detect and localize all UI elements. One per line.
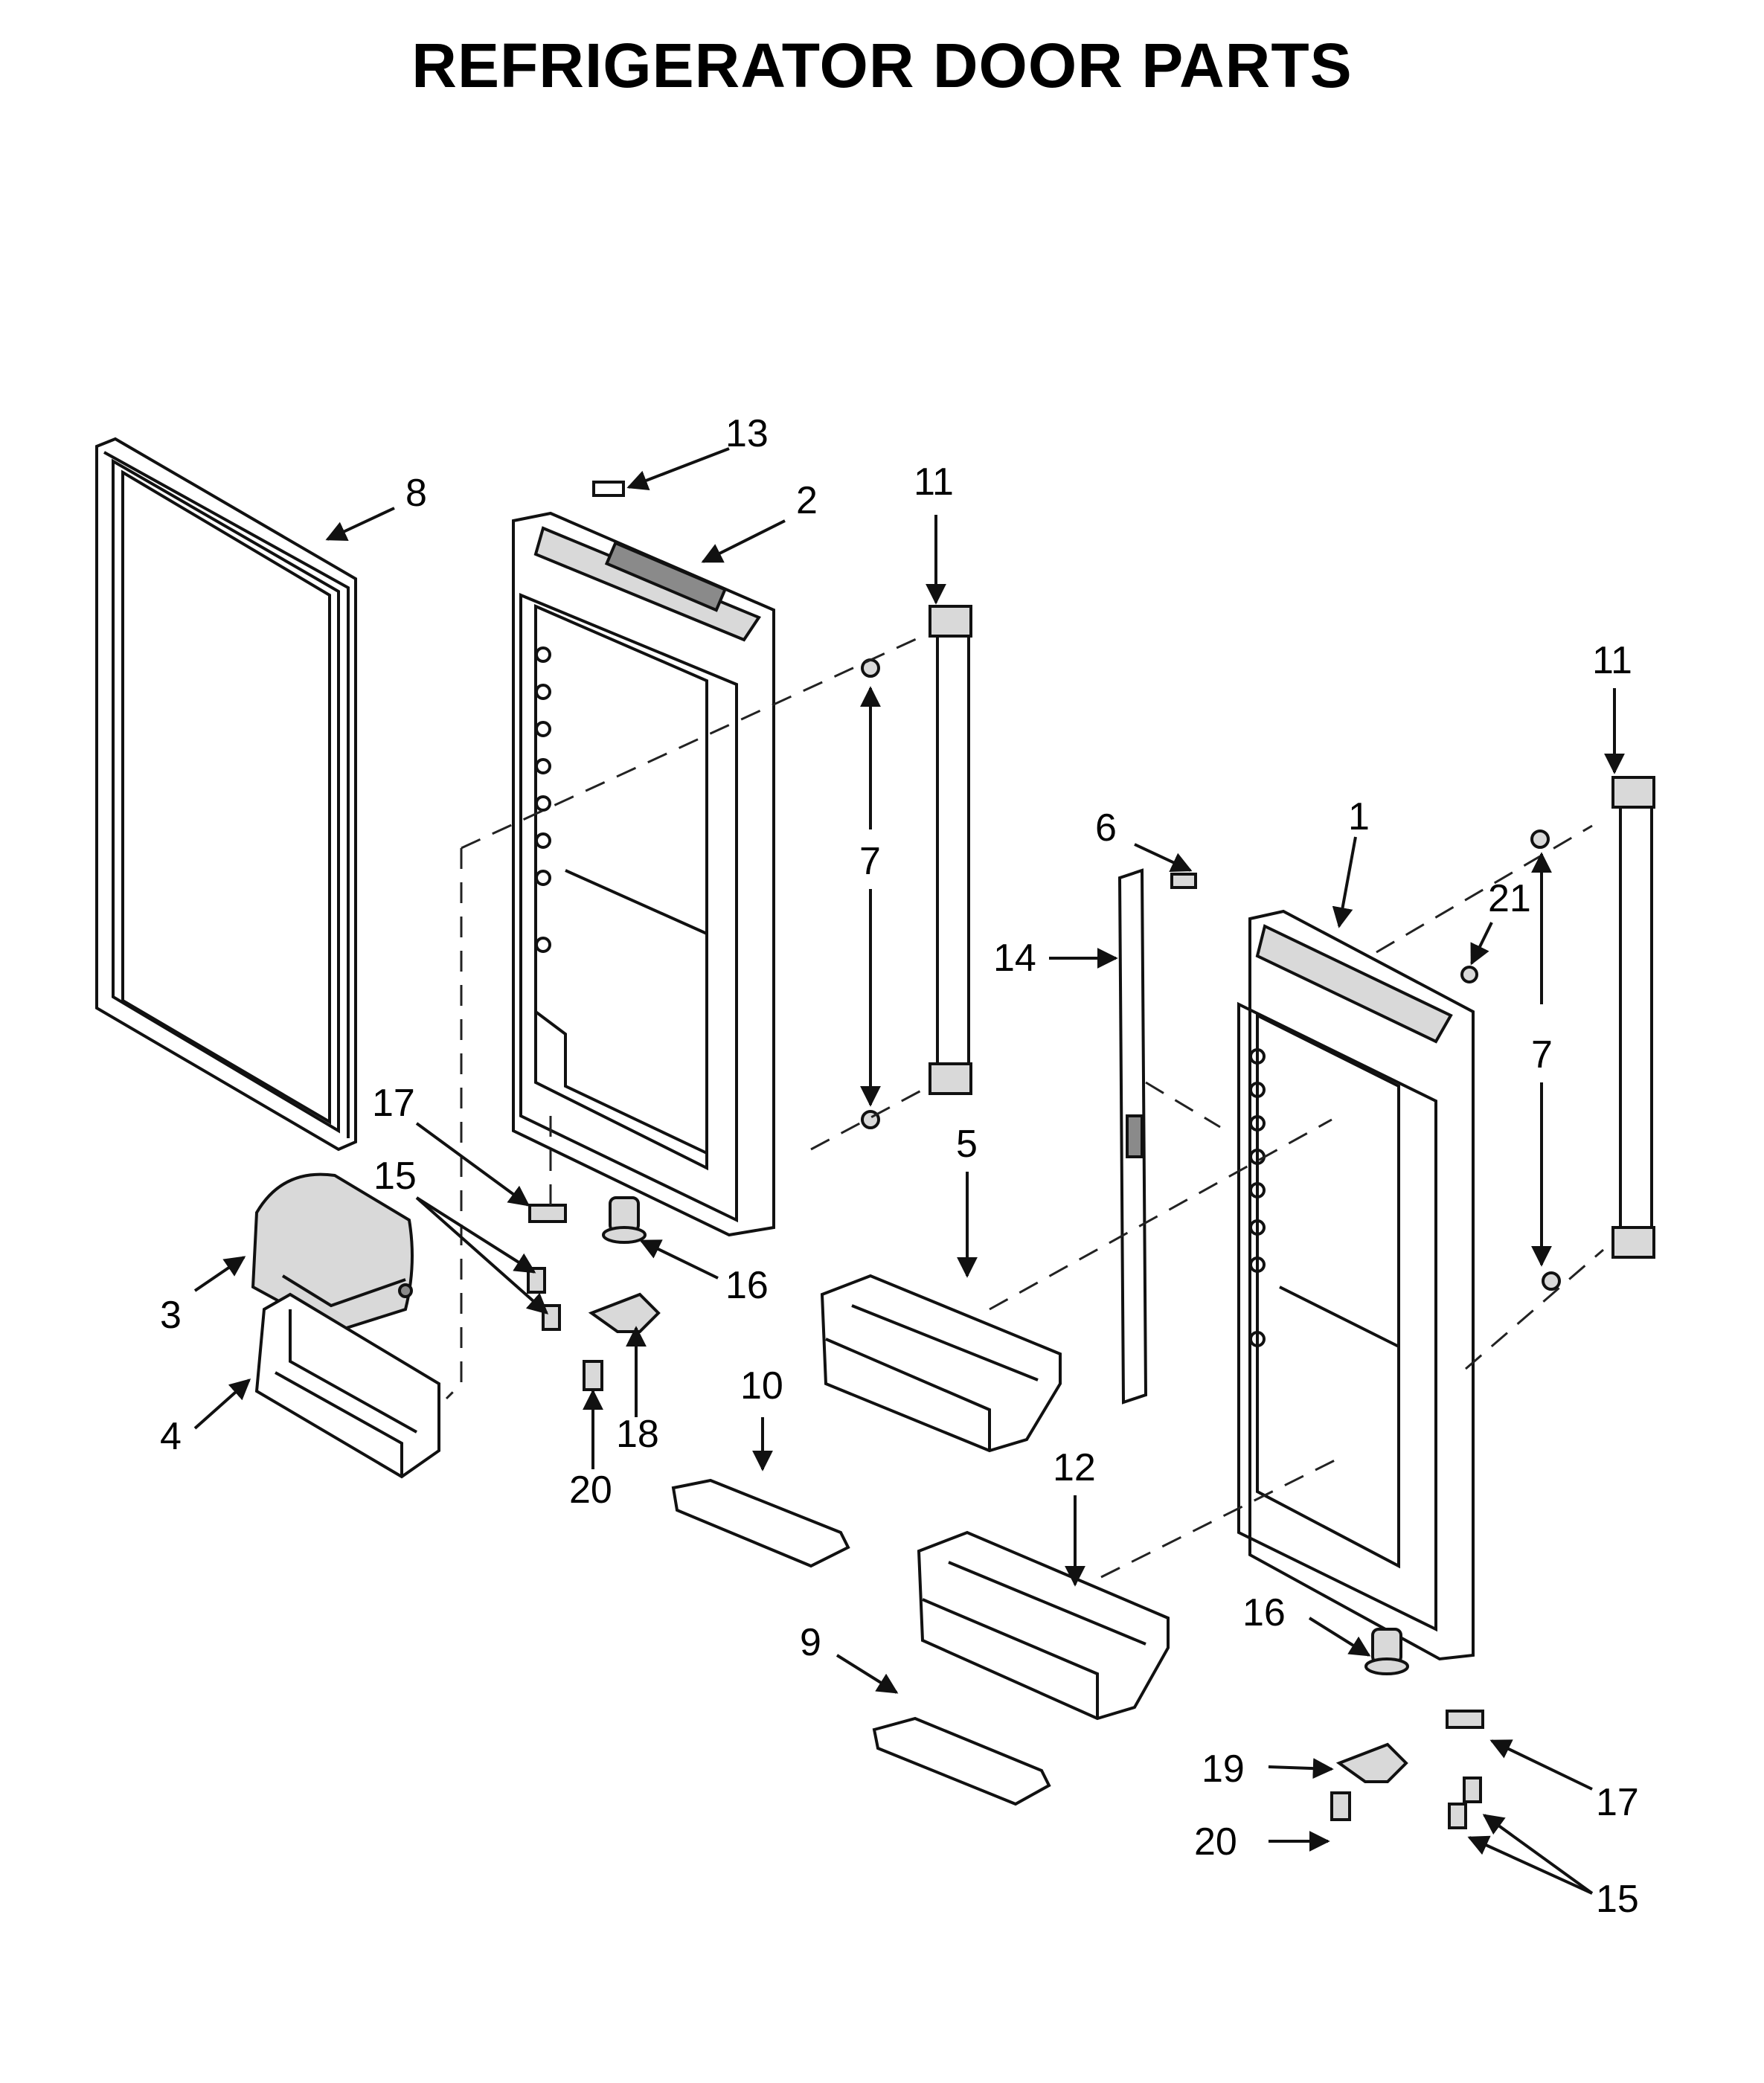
screw-part-6 xyxy=(1170,873,1197,889)
callout-labels: 8 13 2 11 11 7 7 6 14 1 21 5 17 15 16 3 … xyxy=(160,412,1639,1921)
label-part-13 xyxy=(592,481,625,497)
callout-7b: 7 xyxy=(1531,1033,1553,1076)
page-title: REFRIGERATOR DOOR PARTS xyxy=(411,31,1353,100)
door-bin-part-12 xyxy=(917,1530,1170,1721)
callout-2: 2 xyxy=(796,479,818,522)
callout-10: 10 xyxy=(740,1364,783,1408)
shelf-bracket-holes-right xyxy=(1249,1048,1266,1347)
right-door-liner-part-1 xyxy=(1237,909,1475,1661)
callout-16a: 16 xyxy=(725,1264,769,1307)
callout-5: 5 xyxy=(956,1123,978,1166)
dispenser-cover-part-3 xyxy=(251,1172,414,1334)
callout-20a: 20 xyxy=(569,1469,612,1512)
callout-16b: 16 xyxy=(1242,1591,1286,1634)
callout-8: 8 xyxy=(405,472,427,515)
bin-divider-part-10 xyxy=(671,1478,850,1568)
callout-4: 4 xyxy=(160,1415,182,1458)
callout-13: 13 xyxy=(725,412,769,455)
callout-15b: 15 xyxy=(1596,1878,1639,1921)
left-door-liner-part-2 xyxy=(512,511,775,1237)
callout-9: 9 xyxy=(800,1621,821,1664)
callout-leaders xyxy=(193,447,1625,1895)
callout-6: 6 xyxy=(1095,806,1117,850)
callout-14: 14 xyxy=(993,937,1036,980)
callout-17b: 17 xyxy=(1596,1781,1639,1824)
door-bin-part-5 xyxy=(820,1274,1062,1453)
callout-20b: 20 xyxy=(1194,1820,1237,1864)
callout-19: 19 xyxy=(1202,1747,1245,1791)
callout-15a: 15 xyxy=(373,1155,417,1198)
callout-3: 3 xyxy=(160,1294,182,1337)
callout-7a: 7 xyxy=(859,840,881,883)
callout-11a: 11 xyxy=(914,460,954,504)
bin-divider-part-9 xyxy=(872,1716,1051,1806)
callout-12: 12 xyxy=(1053,1446,1096,1489)
callout-21: 21 xyxy=(1488,877,1531,920)
plug-part-21 xyxy=(1460,966,1478,983)
door-gasket-part-8 xyxy=(95,437,357,1152)
callout-17a: 17 xyxy=(372,1082,415,1125)
left-hinge-hardware xyxy=(527,1196,661,1391)
assembly-guide-lines xyxy=(445,635,1604,1579)
right-hinge-hardware xyxy=(1330,1628,1484,1829)
callout-11b: 11 xyxy=(1592,639,1632,682)
callout-1: 1 xyxy=(1348,795,1370,838)
door-bin-part-4 xyxy=(254,1292,440,1479)
door-handle-part-11-left xyxy=(928,605,972,1095)
center-mullion-part-14 xyxy=(1117,868,1148,1405)
door-handle-part-11-right xyxy=(1611,776,1655,1259)
callout-18: 18 xyxy=(616,1413,659,1456)
shelf-bracket-holes-left xyxy=(535,646,551,953)
